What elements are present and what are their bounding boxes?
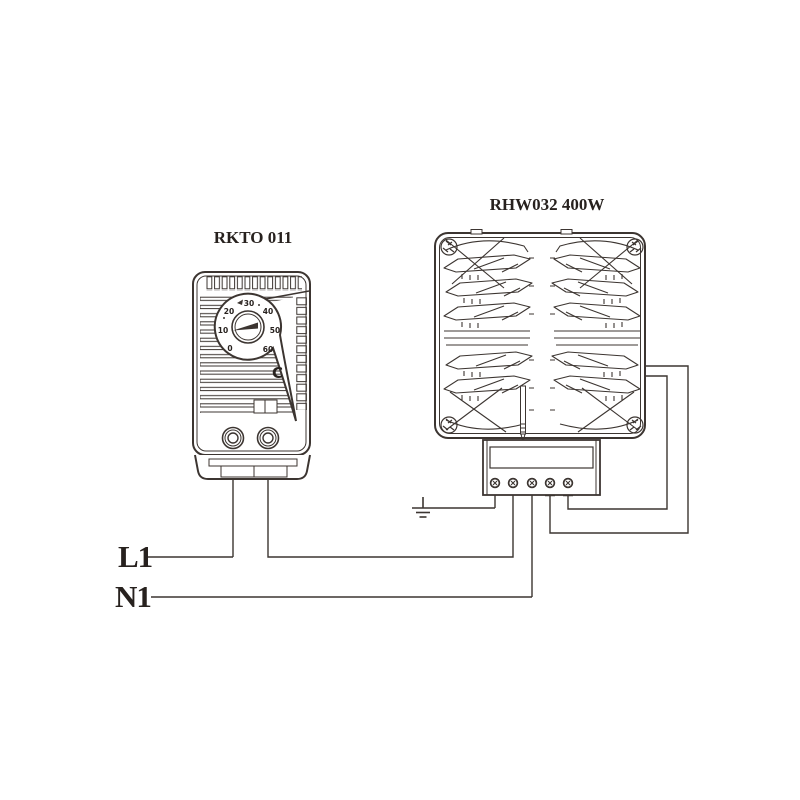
thermostat-base bbox=[194, 454, 311, 480]
terminal-block-label-window bbox=[489, 446, 594, 469]
thermostat-top-vents bbox=[206, 276, 302, 291]
knob-pointer bbox=[233, 322, 258, 331]
dial-unit-label: C bbox=[272, 364, 283, 382]
dial-number-40: 40 bbox=[263, 307, 273, 316]
line-l1-label: L1 bbox=[118, 539, 153, 574]
dial-number-60: 60 bbox=[263, 345, 273, 354]
heater-terminal-block bbox=[482, 439, 601, 497]
wire-thermostat-to-heater-terminal2 bbox=[267, 480, 514, 558]
heater-sensor-pin bbox=[520, 385, 526, 443]
thermostat-knob[interactable] bbox=[231, 310, 265, 344]
dial-number-30: 30 bbox=[244, 299, 254, 308]
ground-symbol-icon bbox=[412, 497, 434, 518]
dial-number-20: 20 bbox=[224, 307, 234, 316]
dial-number-10: 10 bbox=[218, 326, 228, 335]
thermostat-title: RKTO 011 bbox=[213, 228, 293, 247]
wire-n1-to-heater-terminal3 bbox=[151, 495, 533, 598]
wire-loop-terminal4 bbox=[549, 365, 689, 534]
dial-number-0: 0 bbox=[227, 344, 232, 353]
wire-l1-to-thermostat bbox=[147, 480, 234, 558]
heater-title: RHW032 400W bbox=[489, 195, 605, 214]
thermostat-dial-scale: 0 10 20 30 40 50 60 bbox=[218, 299, 280, 354]
wire-loop-terminal5 bbox=[567, 375, 668, 510]
thermostat-terminals bbox=[221, 426, 280, 450]
wiring bbox=[147, 365, 689, 598]
dial-number-50: 50 bbox=[270, 326, 280, 335]
thermostat-side-vents bbox=[296, 297, 307, 410]
thermostat-drawing: 0 10 20 30 40 50 60 C bbox=[192, 271, 311, 480]
wire-ground-to-heater-terminal1 bbox=[434, 495, 496, 509]
heater-drawing bbox=[434, 229, 646, 497]
neutral-n1-label: N1 bbox=[115, 579, 152, 614]
